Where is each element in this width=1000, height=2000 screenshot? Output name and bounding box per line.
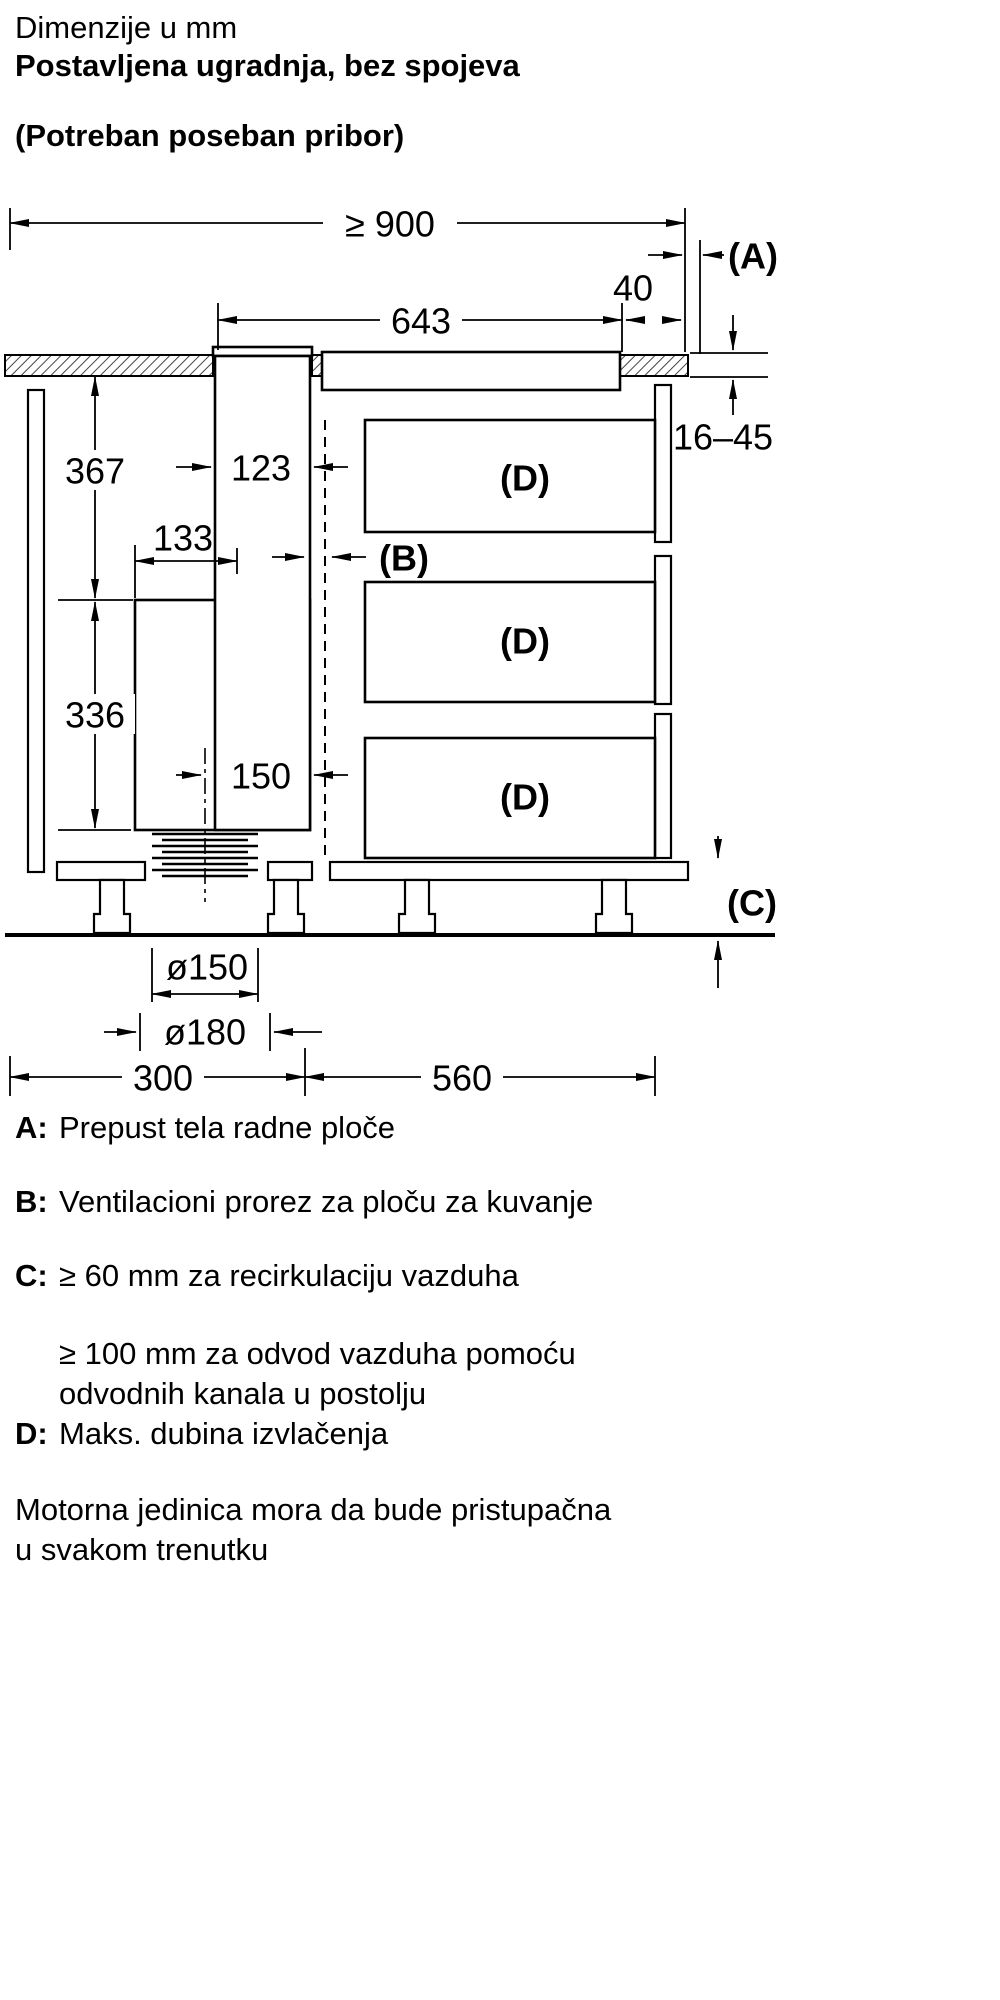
dim-643-label: 643 [391, 301, 451, 342]
dim-336-label: 336 [65, 695, 125, 736]
legend-row-c2-line2: odvodnih kanala u postolju [59, 1376, 426, 1412]
dim-133: 133 [134, 518, 238, 598]
legend-key-b: B: [15, 1184, 48, 1219]
dim-duct-depth: 123 [176, 448, 348, 489]
drawers: (D) (D) (D) [363, 418, 657, 860]
dim-16-45-label: 16–45 [673, 417, 773, 458]
dim-duct-diameter-150: ø150 [151, 947, 259, 1002]
legend-key-a: A: [15, 1110, 48, 1145]
right-side-panel [653, 383, 673, 860]
label-c: (C) [727, 883, 777, 924]
cooktop [320, 350, 622, 392]
motor-note-line1: Motorna jedinica mora da bude pristupačn… [15, 1492, 612, 1527]
drawer-2-label: (D) [500, 621, 550, 662]
dim-overhang-a: (A) [648, 236, 778, 354]
downdraft-top-cap [211, 345, 314, 358]
label-b: (B) [379, 538, 429, 579]
drawer-1 [363, 418, 657, 534]
dim-total-width: ≥ 900 [9, 202, 686, 352]
worktop [4, 345, 689, 392]
dim-duct-diameter-180: ø180 [104, 1012, 322, 1053]
downdraft-duct [213, 354, 312, 832]
label-a: (A) [728, 236, 778, 277]
legend-text-c2-line2: odvodnih kanala u postolju [59, 1376, 427, 1411]
dim-150: 150 [176, 756, 348, 797]
dim-d150-label: ø150 [166, 947, 248, 988]
dim-300-label: 300 [133, 1058, 193, 1099]
subtitle-accessory: (Potreban poseban pribor) [15, 118, 405, 153]
left-side-panel [26, 388, 46, 874]
page-title: Dimenzije u mm [15, 10, 238, 45]
dim-d180-label: ø180 [164, 1012, 246, 1053]
dim-367-label: 367 [65, 451, 125, 492]
legend-key-d: D: [15, 1416, 48, 1451]
legend-row-c: C: ≥ 60 mm za recirkulaciju vazduha [15, 1258, 519, 1294]
legend-row-c2-line1: ≥ 100 mm za odvod vazduha pomoću [59, 1336, 576, 1372]
plinth-rails [55, 860, 690, 882]
dim-123-label: 123 [231, 448, 291, 489]
dim-150-label: 150 [231, 756, 291, 797]
dim-560-label: 560 [432, 1058, 492, 1099]
dim-vent-slot-b: (B) [272, 538, 429, 579]
dim-336: 336 [55, 601, 135, 831]
drawer-3 [363, 736, 657, 860]
dim-clearance-c: (C) [714, 836, 777, 988]
legend-text-c: ≥ 60 mm za recirkulaciju vazduha [59, 1258, 519, 1293]
dim-worktop-thickness: 16–45 [673, 315, 773, 458]
drawer-1-label: (D) [500, 458, 550, 499]
drawer-3-label: (D) [500, 777, 550, 818]
legend-text-a: Prepust tela radne ploče [59, 1110, 396, 1145]
drawer-2 [363, 580, 657, 704]
cabinet-legs [92, 878, 634, 935]
dim-cooktop-width: 643 40 [217, 268, 682, 352]
dim-base-widths: 300 560 [9, 1048, 656, 1099]
legend-text-b: Ventilacioni prorez za ploču za kuvanje [59, 1184, 594, 1219]
legend-row-b: B: Ventilacioni prorez za ploču za kuvan… [15, 1184, 593, 1220]
dim-367: 367 [55, 376, 135, 601]
legend-text-c2-line1: ≥ 100 mm za odvod vazduha pomoću [59, 1336, 576, 1371]
legend-row-d: D: Maks. dubina izvlačenja [15, 1416, 388, 1452]
motor-note-line2: u svakom trenutku [15, 1532, 269, 1567]
subtitle-installation: Postavljena ugradnja, bez spojeva [15, 48, 520, 83]
legend-row-a: A: Prepust tela radne ploče [15, 1110, 395, 1146]
installation-diagram: (D) (D) (D) [4, 202, 778, 1099]
dim-total-width-label: ≥ 900 [345, 204, 435, 245]
dim-40-label: 40 [613, 268, 653, 309]
legend-key-c: C: [15, 1258, 48, 1293]
dim-133-label: 133 [153, 518, 213, 559]
legend-text-d: Maks. dubina izvlačenja [59, 1416, 389, 1451]
